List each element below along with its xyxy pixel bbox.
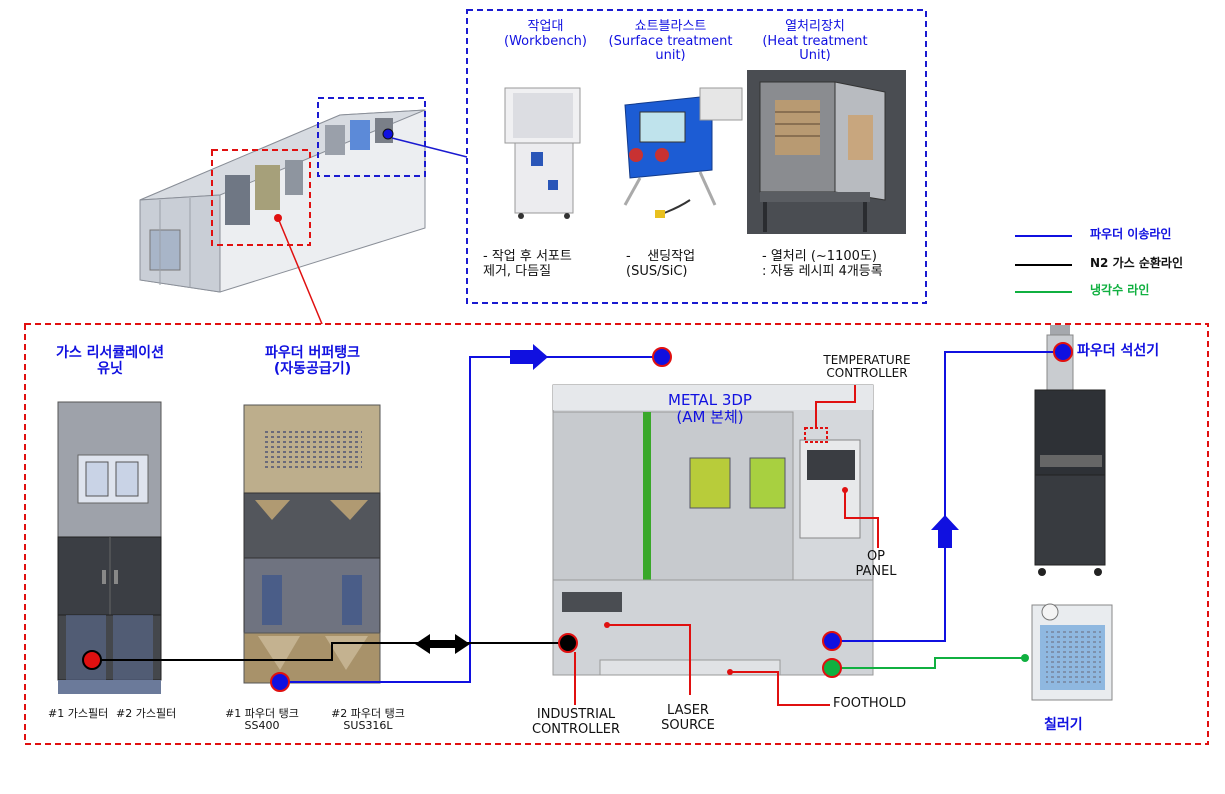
industrial-controller-line-1: INDUSTRIAL [536,707,616,722]
blast-title: 쇼트블라스트 [634,19,707,34]
buffer-tank-title-2: (자동공급기) [273,360,352,377]
heat-desc-2: : 자동 레시피 4개등록 [762,263,883,279]
gas-unit-port-marker [82,650,102,670]
main-body-title-2: (AM 본체) [676,407,744,426]
buffer-tank-title: 파우더 버퍼탱크 (자동공급기) [245,345,380,377]
top-units-frame [466,9,927,304]
op-panel-label: OP PANEL [848,549,904,579]
gas-recirculation-unit-image [57,401,162,694]
workbench-title: 작업대 [527,19,564,34]
main-body-title: METAL 3DP (AM 본체) [645,392,775,426]
temperature-controller-line-1: TEMPERATURE [823,353,911,367]
workbench-title-block: 작업대 (Workbench) [488,19,603,49]
blast-subtitle-1: (Surface treatment [608,33,733,49]
heat-desc-1: - 열처리 (~1100도) [762,249,877,264]
main-cooling-port-marker [822,658,842,678]
gas-filter-2-label: #2 가스필터 [116,707,177,720]
gas-unit-title-2: 유닛 [97,360,123,377]
workbench-desc-1: - 작업 후 서포트 [483,249,572,264]
powder-tank-1-name: #1 파우더 탱크 [225,707,299,720]
main-powder-inlet-marker [652,347,672,367]
laser-source-line-1: LASER [667,703,709,718]
foothold-label: FOOTHOLD [833,696,907,711]
shot-blast-image [623,87,743,218]
buffer-tank-title-1: 파우더 버퍼탱크 [264,345,361,361]
powder-buffer-tank-image [243,404,381,684]
laser-source-line-2: SOURCE [661,717,715,733]
powder-tank-2-label: #2 파우더 탱크 SUS316L [328,707,408,733]
workbench-desc: - 작업 후 서포트 제거, 다듬질 [483,249,572,279]
gas-unit-title-1: 가스 리서큘레이션 [56,345,164,361]
powder-sieve-image [1034,325,1106,576]
cooling-water-line [832,657,1025,669]
powder-tank-2-material: SUS316L [343,719,393,733]
powder-up-arrow [931,515,959,548]
powder-return-line [832,351,1063,642]
powder-tank-2-name: #2 파우더 탱크 [331,707,405,720]
legend-n2-line-label: N2 가스 순환라인 [1090,256,1183,270]
blast-desc: - 샌딩작업 (SUS/SiC) [626,249,696,279]
workbench-subtitle: (Workbench) [504,33,587,49]
powder-direction-arrow [510,344,548,370]
callout-leaders [574,385,879,706]
heat-desc: - 열처리 (~1100도) : 자동 레시피 4개등록 [762,249,883,279]
industrial-controller-label: INDUSTRIAL CONTROLLER [522,707,630,737]
heat-title: 열처리장치 [785,19,845,34]
powder-tank-1-material: SS400 [244,719,280,733]
main-layout-frame [24,323,1209,745]
powder-tank-1-label: #1 파우더 탱크 SS400 [222,707,302,733]
legend-powder-line-label: 파우더 이송라인 [1090,227,1172,241]
buffer-tank-port-marker [270,672,290,692]
main-body-title-1: METAL 3DP [668,391,752,409]
sieve-title: 파우더 석선기 [1077,343,1160,359]
workbench-image [504,87,581,219]
blast-subtitle-2: unit) [655,48,686,64]
main-powder-outlet-marker [822,631,842,651]
industrial-controller-line-2: CONTROLLER [532,721,620,737]
heat-subtitle-1: (Heat treatment [762,33,868,49]
legend-cooling-line-label: 냉각수 라인 [1090,283,1150,297]
gas-unit-title: 가스 리서큘레이션 유닛 [40,345,180,377]
blast-title-block: 쇼트블라스트 (Surface treatment unit) [598,19,743,64]
blast-desc-1: - 샌딩작업 [626,249,696,264]
n2-double-arrow [415,634,470,654]
laser-source-label: LASER SOURCE [652,703,724,733]
chiller-title: 칠러기 [1044,717,1083,733]
chiller-image [1031,603,1113,701]
powder-transfer-line [280,356,662,683]
sieve-port-marker [1053,342,1073,362]
temperature-controller-label: TEMPERATURE CONTROLLER [812,353,922,381]
heat-treatment-image [747,70,906,234]
heat-subtitle-2: Unit) [799,48,831,64]
workbench-desc-2: 제거, 다듬질 [483,263,552,279]
op-panel-line-2: PANEL [855,563,897,579]
cooling-line-endpoint [1021,654,1029,662]
container-overview-image [139,97,468,325]
blast-desc-2: (SUS/SiC) [626,263,688,279]
temperature-controller-line-2: CONTROLLER [826,366,908,381]
op-panel-line-1: OP [866,549,886,564]
heat-title-block: 열처리장치 (Heat treatment Unit) [750,19,880,64]
gas-filter-1-label: #1 가스필터 [48,707,109,720]
main-n2-port-marker [558,633,578,653]
